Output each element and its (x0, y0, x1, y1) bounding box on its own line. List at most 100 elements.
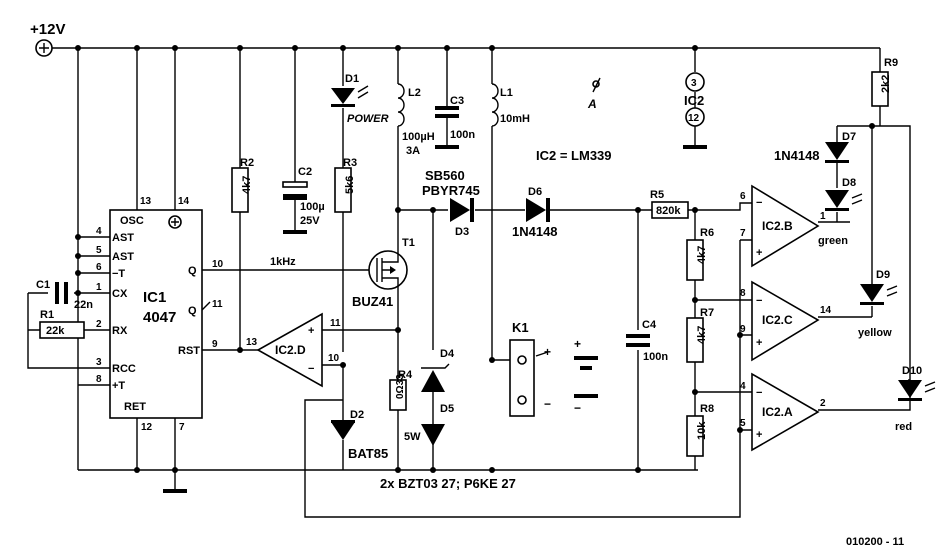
svg-text:D5: D5 (440, 403, 454, 415)
ic1-name: IC1 (143, 289, 166, 306)
svg-text:1N4148: 1N4148 (774, 148, 820, 163)
comparator-ic2c: IC2.C −+ 8 9 14 (740, 280, 832, 362)
ic1-ast1: AST (112, 232, 134, 244)
svg-text:9: 9 (740, 324, 746, 335)
svg-text:10: 10 (212, 259, 224, 270)
resistor-r6: 4k7 R6 (686, 227, 714, 281)
junction-dots (75, 45, 875, 473)
svg-text:100n: 100n (643, 351, 668, 363)
diode-d2: D2 BAT85 (331, 409, 388, 461)
svg-text:D10: D10 (902, 365, 922, 377)
svg-text:2k2: 2k2 (880, 75, 892, 93)
svg-text:R9: R9 (884, 57, 898, 69)
svg-text:D4: D4 (440, 348, 455, 360)
test-point-a: A (587, 77, 601, 111)
svg-text:5W: 5W (404, 431, 421, 443)
ic2-power: 3 IC2 12 IC2 = LM339 (536, 72, 705, 163)
svg-text:11: 11 (330, 318, 341, 329)
svg-text:R4: R4 (398, 369, 413, 381)
led-d8: D8 green (818, 177, 863, 247)
svg-text:1N4148: 1N4148 (512, 224, 558, 239)
ic1-cx: CX (112, 288, 128, 300)
ic1-rcc: RCC (112, 363, 136, 375)
resistor-r7: 4k7 R7 (686, 307, 714, 363)
svg-text:BAT85: BAT85 (348, 446, 388, 461)
svg-text:3: 3 (691, 78, 697, 89)
led-d10: D10 red (895, 365, 936, 433)
ic1-mt: −T (112, 268, 125, 280)
svg-text:IC2.A: IC2.A (762, 405, 793, 419)
svg-text:8: 8 (740, 288, 746, 299)
ic1-rst: RST (178, 345, 200, 357)
svg-text:4k7: 4k7 (241, 176, 253, 194)
svg-text:+: + (756, 247, 762, 259)
svg-text:12: 12 (141, 422, 153, 433)
svg-text:R8: R8 (700, 403, 714, 415)
capacitor-c1: C1 22n (36, 279, 93, 311)
ic1-ast2: AST (112, 251, 134, 263)
svg-text:−: − (756, 197, 762, 209)
ic1-qb: Q (188, 305, 197, 317)
svg-text:100n: 100n (450, 129, 475, 141)
svg-text:D2: D2 (350, 409, 364, 421)
svg-text:2: 2 (820, 398, 826, 409)
resistor-r9: 2k2 R9 (871, 57, 898, 107)
svg-text:C3: C3 (450, 95, 464, 107)
svg-text:22n: 22n (74, 299, 93, 311)
svg-text:+: + (308, 325, 314, 337)
svg-text:R3: R3 (343, 157, 357, 169)
zener-d4-d5: D4 D5 2x BZT03 27; P6KE 27 (380, 348, 516, 491)
svg-text:11: 11 (212, 299, 223, 310)
svg-text:10: 10 (328, 353, 340, 364)
svg-text:D6: D6 (528, 186, 542, 198)
svg-text:−: − (574, 401, 581, 415)
opamp-ic2d: IC2.D +− 13 11 10 (246, 312, 343, 388)
svg-text:POWER: POWER (347, 113, 389, 125)
svg-text:D9: D9 (876, 269, 890, 281)
svg-text:8: 8 (96, 374, 102, 385)
svg-text:0Ω33: 0Ω33 (395, 374, 406, 399)
svg-text:4: 4 (740, 381, 746, 392)
diode-d6: D6 1N4148 (512, 186, 558, 239)
svg-text:−: − (756, 387, 762, 399)
svg-text:R1: R1 (40, 309, 54, 321)
inductor-l2: L2 100µH 3A (397, 83, 435, 157)
svg-text:R7: R7 (700, 307, 714, 319)
svg-text:10mH: 10mH (500, 113, 530, 125)
schottky-d3: SB560 PBYR745 D3 (422, 168, 480, 238)
svg-text:green: green (818, 235, 848, 247)
resistor-r1: 22k R1 (39, 309, 85, 339)
svg-text:D1: D1 (345, 73, 359, 85)
svg-text:2: 2 (96, 319, 102, 330)
svg-text:PBYR745: PBYR745 (422, 183, 480, 198)
svg-text:2x BZT03 27; P6KE 27: 2x BZT03 27; P6KE 27 (380, 476, 516, 491)
svg-text:5k6: 5k6 (344, 176, 356, 194)
svg-text:D7: D7 (842, 131, 856, 143)
svg-text:3A: 3A (406, 145, 420, 157)
svg-text:−: − (756, 295, 762, 307)
svg-text:+: + (544, 345, 551, 359)
connector-k1: K1 + − +− (509, 320, 598, 417)
svg-text:IC2.B: IC2.B (762, 219, 793, 233)
ic1-q: Q (188, 265, 197, 277)
svg-text:1: 1 (820, 211, 826, 222)
svg-text:IC2: IC2 (684, 93, 704, 108)
svg-text:6: 6 (96, 262, 102, 273)
svg-text:100µ: 100µ (300, 201, 325, 213)
led-d9: D9 yellow (858, 269, 898, 339)
resistor-r4: 0Ω33 R4 5W (389, 369, 421, 443)
svg-text:14: 14 (820, 305, 832, 316)
svg-text:D3: D3 (455, 226, 469, 238)
svg-text:+: + (756, 429, 762, 441)
svg-text:IC2.D: IC2.D (275, 343, 306, 357)
svg-text:10k: 10k (696, 421, 708, 440)
resistor-r2: 4k7 R2 (231, 157, 254, 213)
svg-text:C4: C4 (642, 319, 657, 331)
mosfet-t1: T1 BUZ41 1kHz (270, 237, 415, 309)
svg-text:red: red (895, 421, 912, 433)
svg-text:1kHz: 1kHz (270, 256, 296, 268)
ic1-osc: OSC (120, 215, 144, 227)
svg-text:13: 13 (140, 196, 152, 207)
svg-text:12: 12 (688, 113, 700, 124)
resistor-r8: 10k R8 (686, 403, 714, 457)
